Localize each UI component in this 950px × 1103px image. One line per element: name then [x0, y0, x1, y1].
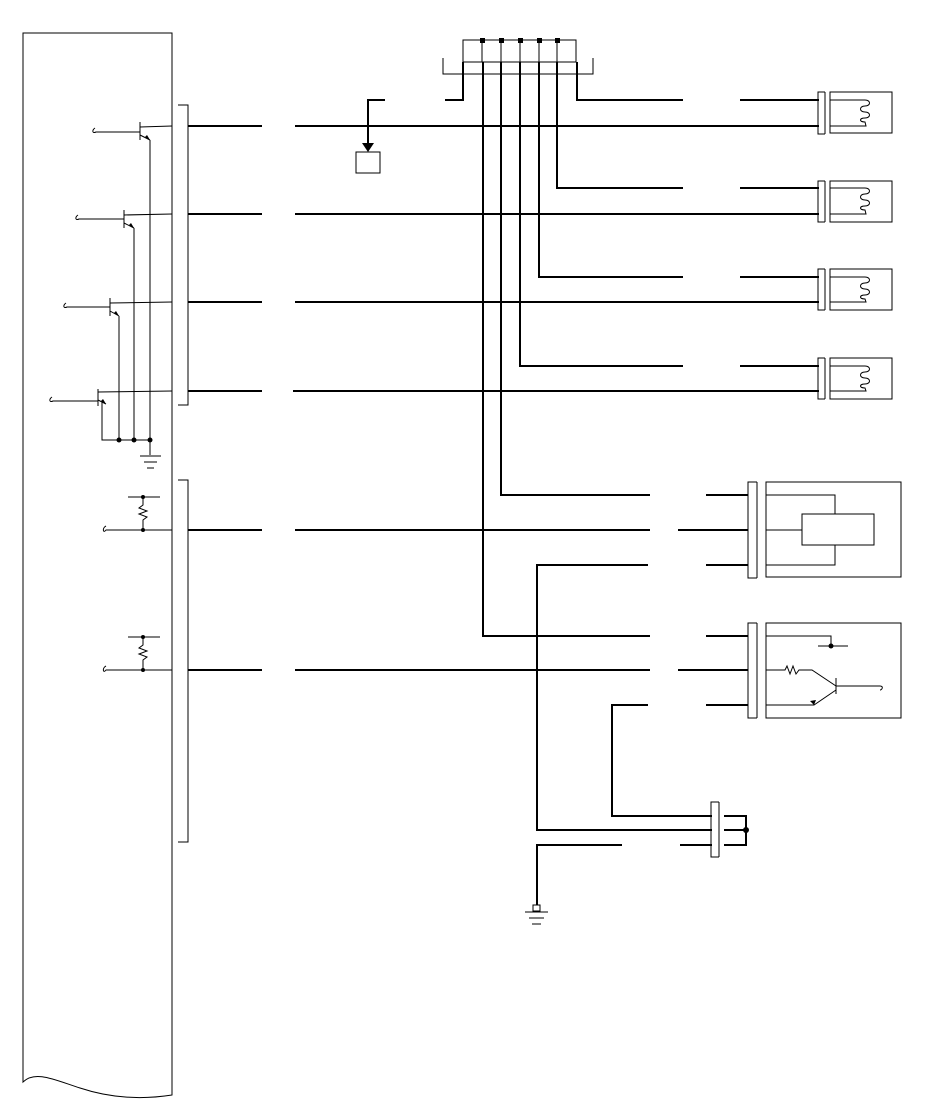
ecu-connector-lower: [178, 479, 189, 843]
driver-transistor-4: [49, 389, 173, 441]
feed-wire-2: [556, 62, 819, 189]
driver-transistor-3: [63, 298, 173, 440]
coil-icon: [817, 268, 893, 311]
ground-icon: [525, 844, 712, 925]
coil-icon: [817, 180, 893, 223]
ground-icon: [116, 437, 161, 469]
feed-wire-5: [500, 62, 748, 496]
feed-wire-6: [482, 62, 748, 637]
wire-sensor2-ground: [611, 704, 748, 817]
splice-connector-icon: [710, 801, 749, 858]
feed-wire-3: [538, 62, 819, 278]
driver-transistor-2: [75, 210, 173, 440]
feed-wire-4: [519, 62, 819, 367]
feed-wire-1: [576, 62, 819, 101]
coil-icon: [817, 91, 893, 135]
driver-transistor-1: [92, 122, 173, 440]
top-connector: [442, 38, 594, 75]
input-pullup-1: [102, 495, 172, 532]
coil-icon: [817, 357, 893, 400]
sensor-box-icon: [747, 481, 902, 579]
input-pullup-2: [102, 635, 172, 672]
ecu-connector-upper: [178, 104, 189, 406]
junction-box-icon: [355, 62, 464, 174]
wire-splice-feed: [536, 564, 748, 831]
transistor-sensor-icon: [747, 622, 902, 719]
control-unit: [22, 32, 173, 1099]
